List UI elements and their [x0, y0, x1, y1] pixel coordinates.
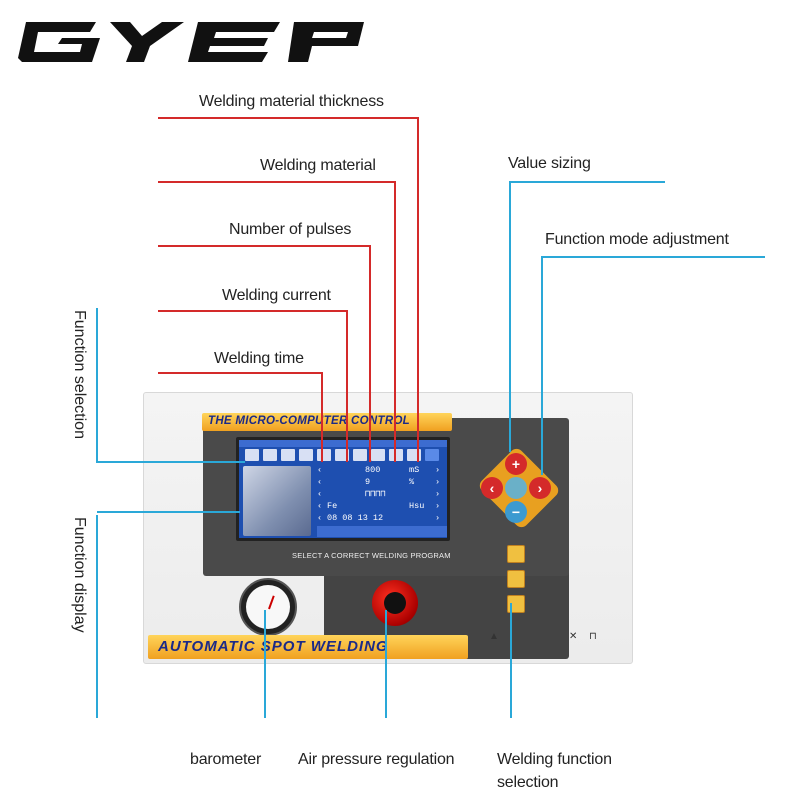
knob-cap — [384, 592, 406, 614]
lcd-row-pulses[interactable]: ‹ ⊓⊓⊓⊓ › — [317, 489, 447, 500]
gyep-logo — [18, 18, 368, 66]
welding-function-button[interactable] — [507, 595, 525, 613]
lcd-row-material[interactable]: ‹ Fe Hsu › — [317, 501, 447, 512]
lcd-time-value: 800 — [365, 465, 380, 475]
pulse-wave-icon: ⊓⊓⊓⊓ — [365, 489, 385, 499]
right-arrow-icon[interactable]: › — [435, 477, 440, 487]
label-thickness: Welding material thickness — [199, 93, 384, 111]
gauge-needle — [268, 596, 275, 610]
lcd-row-time[interactable]: ‹ 800 mS › — [317, 465, 447, 476]
lcd-thickness-value: 08 08 13 12 — [327, 513, 383, 523]
lcd-material-unit: Hsu — [409, 501, 424, 511]
left-arrow-icon[interactable]: ‹ — [317, 489, 322, 499]
left-arrow-icon[interactable]: ‹ — [317, 465, 322, 475]
recycle-icon: ✕ — [569, 631, 577, 642]
plus-button[interactable]: + — [505, 453, 527, 475]
lcd-current-unit: % — [409, 477, 414, 487]
lcd-function-icon[interactable] — [317, 449, 331, 461]
right-arrow-icon[interactable]: › — [435, 465, 440, 475]
lcd-row-status — [317, 526, 447, 537]
left-button[interactable]: ‹ — [481, 477, 503, 499]
welder-front-panel: THE MICRO-COMPUTER CONTROL ‹ 800 mS › ‹ … — [143, 392, 633, 664]
lcd-screen: ‹ 800 mS › ‹ 9 % › ‹ ⊓⊓⊓⊓ › ‹ Fe Hsu › ‹… — [236, 437, 450, 541]
right-arrow-icon[interactable]: › — [435, 513, 440, 523]
label-air-pressure: Air pressure regulation — [298, 751, 454, 769]
lcd-function-icon[interactable] — [407, 449, 421, 461]
lcd-function-icon[interactable] — [353, 449, 367, 461]
program-hint: SELECT A CORRECT WELDING PROGRAM — [292, 551, 451, 560]
right-button[interactable]: › — [529, 477, 551, 499]
function-button-2[interactable] — [507, 570, 525, 588]
label-mode-adjust: Function mode adjustment — [545, 231, 729, 249]
lcd-function-icon[interactable] — [389, 449, 403, 461]
lcd-function-icon[interactable] — [245, 449, 259, 461]
lcd-row-thickness[interactable]: ‹ 08 08 13 12 › — [317, 513, 447, 524]
label-welding-function: Welding function — [497, 751, 612, 769]
lcd-function-icon[interactable] — [371, 449, 385, 461]
label-time: Welding time — [214, 350, 304, 368]
lcd-time-unit: mS — [409, 465, 419, 475]
battery-icon: ⊓ — [589, 631, 597, 642]
right-arrow-icon[interactable]: › — [435, 501, 440, 511]
barometer-gauge — [239, 578, 297, 636]
label-welding-function-2: selection — [497, 774, 558, 792]
mcu-icon — [539, 633, 559, 647]
warning-icon: ▲ — [489, 631, 499, 642]
label-material: Welding material — [260, 157, 376, 175]
label-value-sizing: Value sizing — [508, 155, 591, 173]
lcd-row-current[interactable]: ‹ 9 % › — [317, 477, 447, 488]
right-arrow-icon[interactable]: › — [435, 489, 440, 499]
left-arrow-icon[interactable]: ‹ — [317, 501, 322, 511]
center-button[interactable] — [505, 477, 527, 499]
lcd-material-value: Fe — [327, 501, 337, 511]
lcd-function-icon[interactable] — [281, 449, 295, 461]
label-function-selection: Function selection — [70, 310, 88, 439]
lcd-function-icon[interactable] — [425, 449, 439, 461]
manual-icon — [509, 633, 525, 647]
welding-gun-image — [243, 466, 311, 536]
label-pulses: Number of pulses — [229, 221, 351, 239]
air-pressure-knob[interactable] — [372, 580, 418, 626]
label-barometer: barometer — [190, 751, 261, 769]
left-arrow-icon[interactable]: ‹ — [317, 477, 322, 487]
lcd-function-icon[interactable] — [263, 449, 277, 461]
left-arrow-icon[interactable]: ‹ — [317, 513, 322, 523]
minus-button[interactable]: − — [505, 501, 527, 523]
lcd-function-icon[interactable] — [299, 449, 313, 461]
label-current: Welding current — [222, 287, 331, 305]
lcd-function-icon[interactable] — [335, 449, 349, 461]
lcd-header — [239, 440, 447, 447]
lcd-current-value: 9 — [365, 477, 370, 487]
gauge-face — [246, 585, 290, 629]
function-button-1[interactable] — [507, 545, 525, 563]
label-function-display: Function display — [70, 517, 88, 633]
banner-micro-computer: THE MICRO-COMPUTER CONTROL — [202, 413, 452, 431]
banner-automatic-spot-welding: AUTOMATIC SPOT WELDING — [148, 635, 468, 659]
